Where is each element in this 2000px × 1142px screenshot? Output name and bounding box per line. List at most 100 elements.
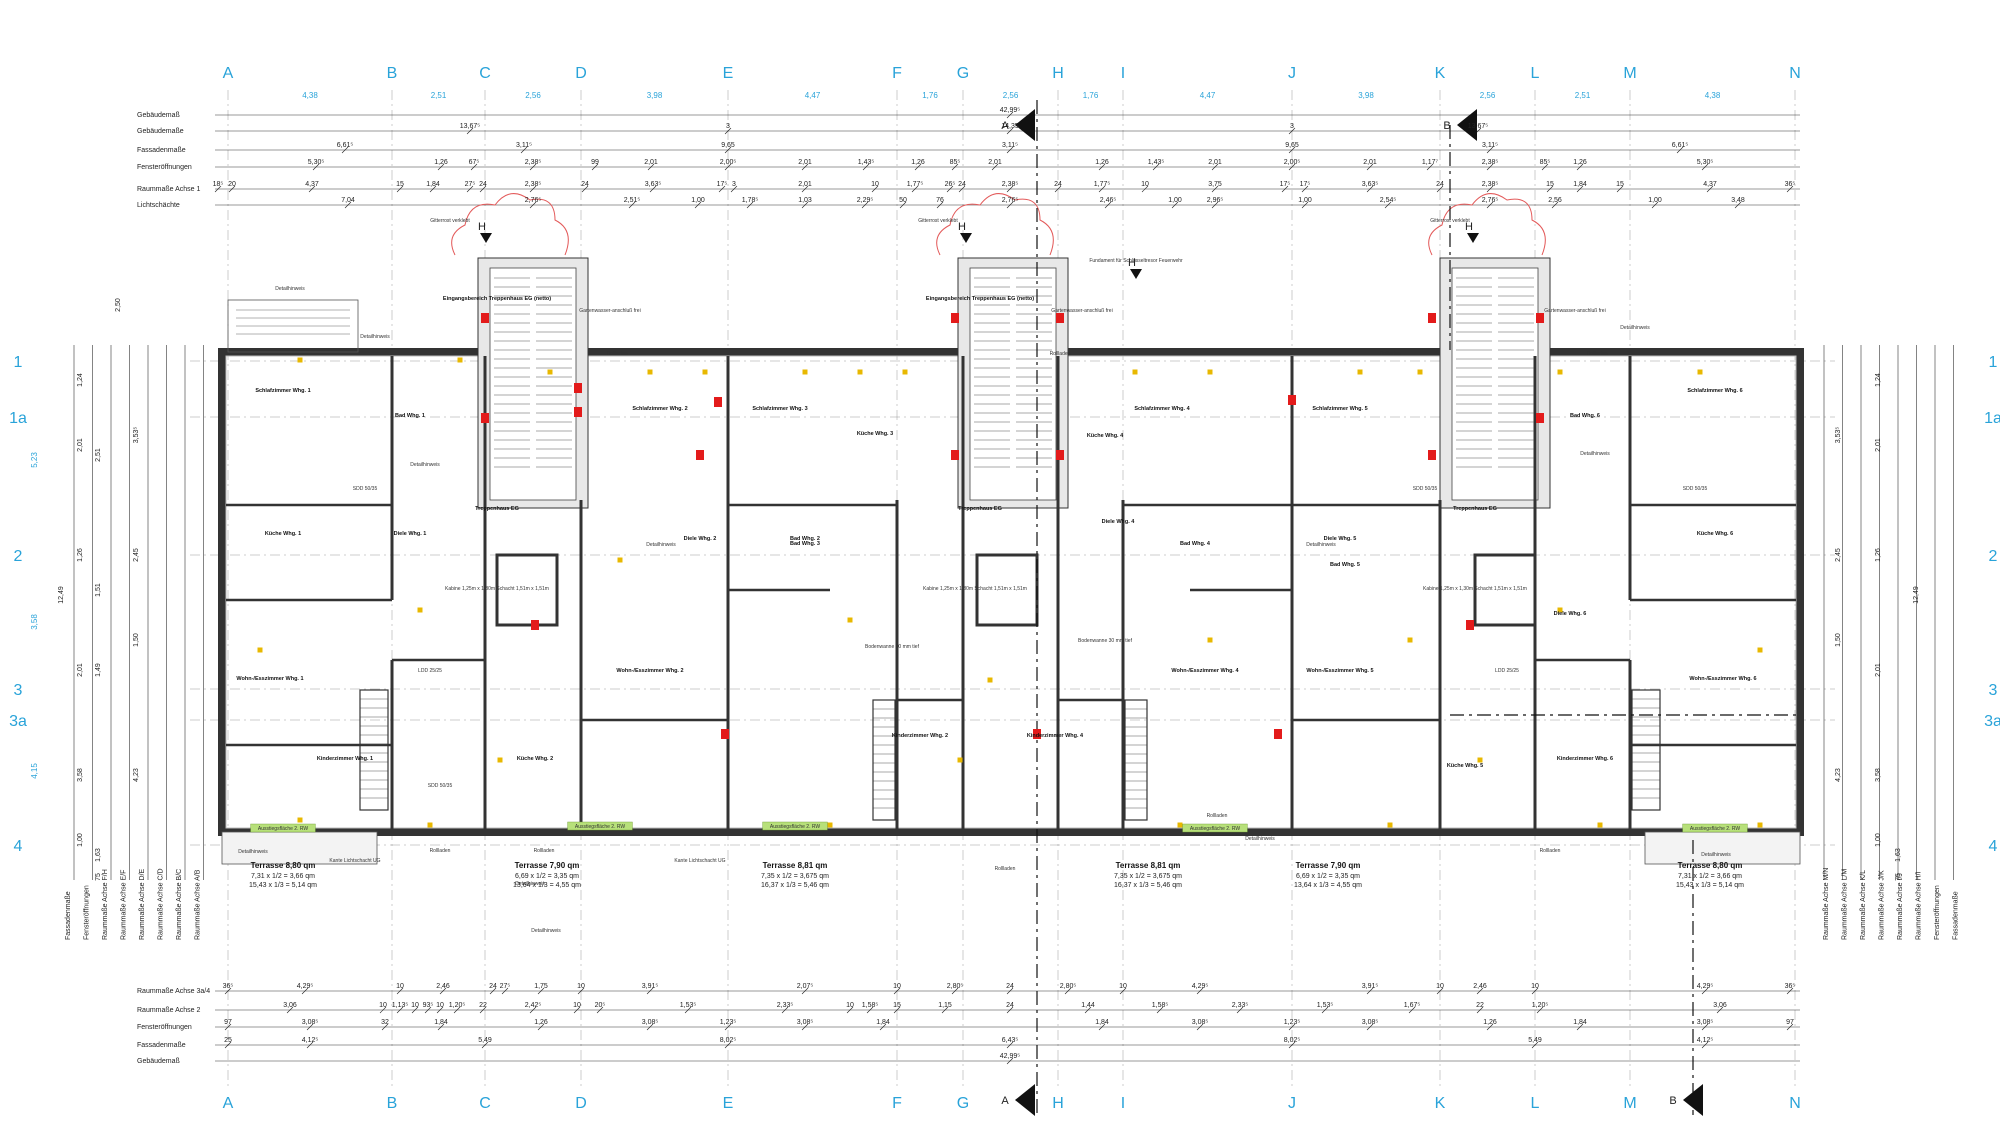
dim-top-value: 17⁵: [1300, 181, 1311, 188]
room-label: Bad Whg. 6: [1570, 413, 1600, 419]
dim-bottom-value: 1,84: [1573, 1019, 1587, 1026]
dim-top-value: 2,46⁵: [1100, 197, 1117, 204]
axis-label-left-3a: 3a: [9, 713, 27, 730]
side-dimension: 4,23: [133, 768, 140, 782]
room-label: Kinderzimmer Whg. 4: [1027, 733, 1084, 739]
axis-label-bottom-N: N: [1789, 1095, 1801, 1112]
axis-spacing: 1,76: [922, 91, 938, 100]
dim-bottom-value: 1,58⁵: [1152, 1002, 1169, 1009]
section-marker-A: [1015, 1084, 1035, 1116]
dim-top-value: 2,00⁵: [720, 159, 737, 166]
terrace-calc: 16,37 x 1/3 = 5,46 qm: [761, 882, 829, 889]
annotation-label: Kabine 1,25m x 1,30m Schacht 1,51m x 1,5…: [923, 586, 1027, 592]
dim-top-value: 13,67⁵: [1468, 123, 1489, 130]
dim-top-value: 36⁵: [1785, 181, 1796, 188]
electrical-symbol: [957, 757, 963, 763]
side-dimension: 75: [1895, 873, 1902, 881]
dim-top-value: 15: [1616, 181, 1624, 188]
side-dimension: 4,15: [30, 763, 39, 779]
dim-top-value: 18⁵: [213, 181, 224, 188]
axis-spacing: 4,38: [1705, 91, 1721, 100]
terrace-calc: 15,43 x 1/3 = 5,14 qm: [249, 882, 317, 889]
terrace-title: Terrasse 7,90 qm: [515, 861, 580, 870]
dim-top-value: 14,35: [1001, 123, 1019, 130]
electrical-symbol: [1407, 637, 1413, 643]
side-label-right: Raummaße Achse L/M: [1842, 869, 1849, 940]
dim-top-value: 2,76⁵: [525, 197, 542, 204]
dim-bottom-value: 8,02⁵: [1284, 1037, 1301, 1044]
dim-top-value: 1,03: [798, 197, 812, 204]
axis-label-right-3a: 3a: [1984, 713, 2000, 730]
dim-bottom-value: 4,29⁵: [1192, 983, 1209, 990]
electrical-symbol: [827, 822, 833, 828]
side-dimension: 1,24: [1875, 373, 1882, 387]
dim-bottom-value: 10: [893, 983, 901, 990]
dim-bottom-value: 97: [224, 1019, 232, 1026]
room-label: Treppenhaus EG: [958, 506, 1002, 512]
side-dimension: 5,23: [30, 452, 39, 468]
fire-symbol: [481, 313, 489, 323]
electrical-symbol: [1207, 369, 1213, 375]
axis-label-left-1a: 1a: [9, 410, 27, 427]
dim-bottom-value: 3,06: [1713, 1002, 1727, 1009]
annotation-label: Detailhinweis: [360, 334, 390, 340]
dim-bottom-value: 36⁵: [1785, 983, 1796, 990]
dim-bottom-label: Fensteröffnungen: [137, 1024, 192, 1031]
terrace-title: Terrasse 8,80 qm: [1678, 861, 1743, 870]
axis-label-right-3: 3: [1989, 682, 1998, 699]
fire-symbol: [481, 413, 489, 423]
dim-bottom-value: 4,12⁵: [302, 1037, 319, 1044]
side-label-left: Fensteröffnungen: [84, 885, 91, 940]
side-dimension: 2,45: [133, 548, 140, 562]
dim-top-value: 2,51⁵: [624, 197, 641, 204]
room-label: Wohn-/Esszimmer Whg. 6: [1689, 676, 1756, 682]
side-dimension: 12,49: [58, 586, 65, 604]
dim-top-value: 1,00: [691, 197, 705, 204]
fire-symbol: [574, 383, 582, 393]
annotation-label: Gartenwasser-anschluß frei: [1544, 308, 1605, 314]
axis-label-top-K: K: [1435, 65, 1446, 82]
dim-top-value: 17⁵: [1280, 181, 1291, 188]
axis-spacing: 2,51: [431, 91, 447, 100]
annotation-label: Detailhinweis: [275, 286, 305, 292]
dim-top-value: 4,37: [305, 181, 319, 188]
room-label: Schlafzimmer Whg. 2: [632, 406, 687, 412]
dim-bottom-value: 1,84: [1095, 1019, 1109, 1026]
dim-bottom-value: 24: [1006, 983, 1014, 990]
electrical-symbol: [1557, 369, 1563, 375]
room-label: Eingangsbereich Treppenhaus EG (netto): [443, 296, 551, 302]
fire-symbol: [714, 397, 722, 407]
dim-bottom-value: 10: [411, 1002, 419, 1009]
side-dimension: 3,58: [30, 614, 39, 630]
axis-label-right-1a: 1a: [1984, 410, 2000, 427]
axis-spacing: 4,47: [1200, 91, 1216, 100]
electrical-symbol: [702, 369, 708, 375]
dim-top-value: 3,11⁵: [516, 142, 532, 149]
dim-bottom-value: 3,08⁵: [1697, 1019, 1714, 1026]
dim-top-value: 24: [958, 181, 966, 188]
side-label-right: Fassadenmaße: [1953, 891, 1960, 940]
dim-top-value: 1,26: [434, 159, 448, 166]
dim-top-value: 2,38⁵: [1002, 181, 1019, 188]
dim-bottom-value: 5,49: [1528, 1037, 1542, 1044]
axis-label-top-L: L: [1531, 65, 1540, 82]
dim-bottom-value: 2,42⁵: [525, 1002, 542, 1009]
dim-top-value: 20: [228, 181, 236, 188]
fire-symbol: [574, 407, 582, 417]
annotation-label: Detailhinweis: [1306, 542, 1336, 548]
dim-bottom-value: 1,53⁵: [680, 1002, 697, 1009]
dim-top-value: 6,61⁵: [1672, 142, 1689, 149]
dim-bottom-value: 36⁵: [223, 983, 234, 990]
electrical-symbol: [987, 677, 993, 683]
electrical-symbol: [857, 369, 863, 375]
terrace-calc: 7,35 x 1/2 = 3,675 qm: [1114, 873, 1182, 880]
axis-label-bottom-M: M: [1623, 1095, 1636, 1112]
side-dimension: 2,51: [95, 448, 102, 462]
axis-spacing: 1,76: [1083, 91, 1099, 100]
annotation-label: Kante Lichtschacht UG: [329, 858, 380, 864]
dim-top-value: 1,78⁵: [742, 197, 759, 204]
dim-bottom-value: 3,08⁵: [1192, 1019, 1209, 1026]
room-label: Wohn-/Esszimmer Whg. 4: [1171, 668, 1239, 674]
dimension-lines: [73, 111, 1954, 1065]
dim-top-value: 1,26: [1095, 159, 1109, 166]
